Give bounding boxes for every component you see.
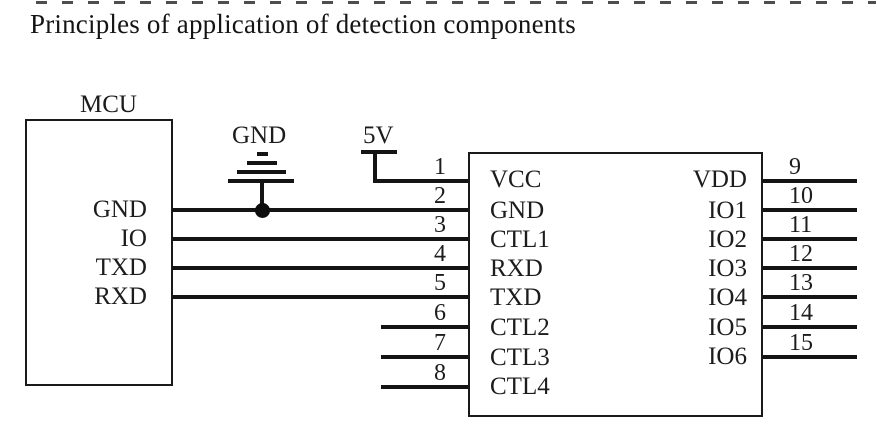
chip-pin-label-txd: TXD [490,284,542,311]
supply-label: 5V [363,122,394,149]
chip-pin-label-io5: IO5 [708,314,747,341]
wire-txd-net [172,266,468,270]
page-title: Principles of application of detection c… [30,9,576,39]
wire-ctl2-stub [381,325,468,329]
pin-number-9: 9 [789,154,801,180]
mcu-pin-label-txd: TXD [95,254,147,281]
wire-io1-net [763,208,857,212]
pin-number-14: 14 [789,300,813,326]
wire-vcc-net [373,179,468,183]
chip-pin-label-io6: IO6 [708,343,747,370]
chip-pin-label-ctl4: CTL4 [490,373,550,400]
mcu-pin-label-gnd: GND [92,196,147,223]
chip-pin-label-vcc: VCC [490,166,542,193]
pin-number-10: 10 [789,183,813,209]
pin-number-8: 8 [434,360,446,386]
mcu-pin-label-io: IO [120,225,147,252]
wire-rxd-net [172,295,468,299]
mcu-box [25,119,173,386]
wire-io2-net [763,237,857,241]
wire-io5-net [763,325,857,329]
pin-number-1: 1 [434,154,446,180]
chip-pin-label-io2: IO2 [708,226,747,253]
pin-number-2: 2 [434,183,446,209]
pin-number-11: 11 [789,212,813,238]
wire-vdd-net [763,179,857,183]
chip-pin-label-gnd: GND [490,197,545,224]
pin-number-5: 5 [434,270,446,296]
pin-number-13: 13 [789,270,813,296]
ground-label: GND [232,122,287,149]
pin-number-3: 3 [434,212,446,238]
wire-ctl3-stub [381,355,468,359]
chip-pin-label-io1: IO1 [708,197,747,224]
chip-pin-label-ctl3: CTL3 [490,344,550,371]
wire-ctl4-stub [381,385,468,389]
chip-pin-label-io3: IO3 [708,255,747,282]
pin-number-12: 12 [789,241,813,267]
chip-pin-label-rxd: RXD [490,255,543,282]
chip-box [468,152,763,417]
wire-gnd-net [172,208,468,212]
chip-pin-label-vdd: VDD [692,166,747,193]
wire-io6-net [763,355,857,359]
pin-number-7: 7 [434,330,446,356]
pin-number-15: 15 [789,330,813,356]
junction-dot [255,203,270,218]
mcu-label: MCU [80,91,137,118]
mcu-pin-label-rxd: RXD [94,283,147,310]
pin-number-6: 6 [434,300,446,326]
chip-pin-label-ctl2: CTL2 [490,314,550,341]
chip-pin-label-ctl1: CTL1 [490,226,550,253]
cropped-text-remnant [36,1,876,4]
wire-io4-net [763,295,857,299]
chip-pin-label-io4: IO4 [708,284,747,311]
wire-io3-net [763,266,857,270]
wire-io-net [172,237,468,241]
pin-number-4: 4 [434,241,446,267]
